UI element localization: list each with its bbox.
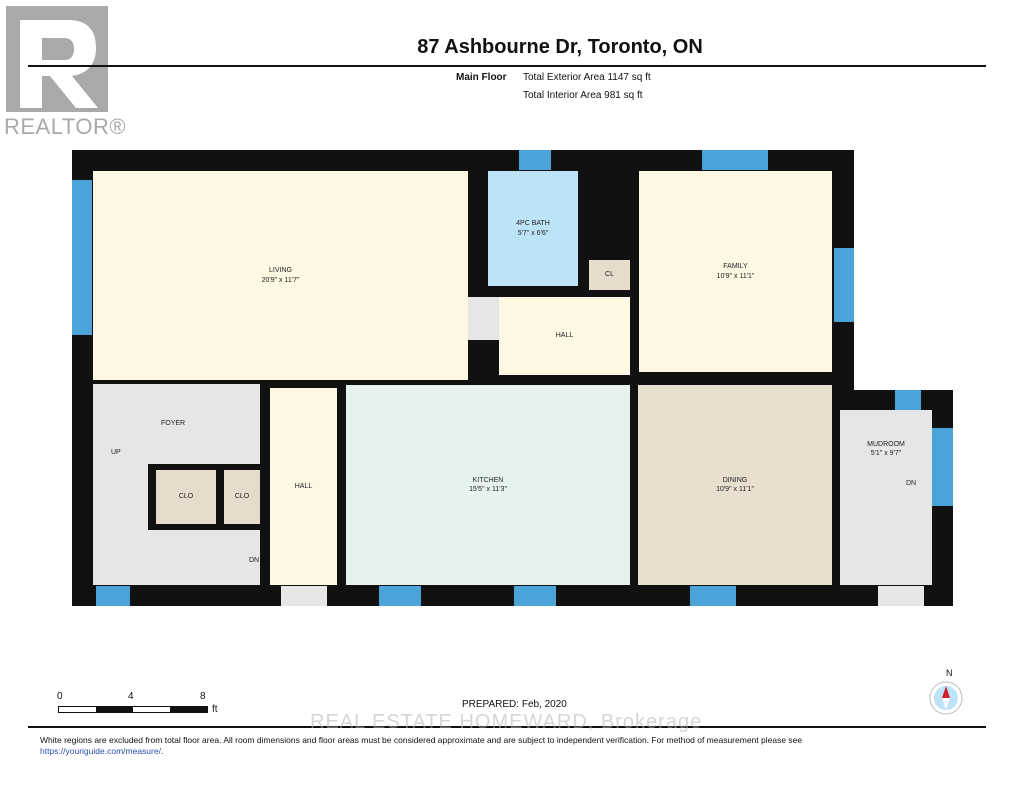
prepared-date: PREPARED: Feb, 2020 bbox=[462, 699, 567, 710]
header-divider bbox=[28, 65, 986, 67]
room-dims: 5'1" x 9'7" bbox=[870, 450, 902, 458]
room-dims: 15'5" x 11'3" bbox=[469, 486, 507, 493]
room-closet-2: CLO bbox=[224, 470, 260, 524]
scale-tick: 8 bbox=[200, 691, 206, 702]
page-title: 87 Ashbourne Dr, Toronto, ON bbox=[417, 36, 703, 58]
room-dining: DINING 10'9" x 11'1" bbox=[638, 385, 832, 585]
disclaimer-end: . bbox=[160, 746, 164, 757]
window bbox=[702, 150, 768, 170]
window bbox=[834, 248, 854, 322]
room-hall-left: HALL bbox=[270, 388, 337, 585]
mudroom-label: MUDROOM 5'1" x 9'7" bbox=[840, 440, 932, 458]
window bbox=[379, 586, 421, 606]
stairs-down-label: DN bbox=[906, 480, 917, 487]
room-name: CLO bbox=[234, 493, 250, 501]
window bbox=[514, 586, 556, 606]
compass-icon bbox=[929, 681, 963, 715]
entry-door bbox=[281, 586, 327, 606]
disclaimer: White regions are excluded from total fl… bbox=[40, 735, 890, 758]
watermark: REAL ESTATE HOMEWARD, Brokerage bbox=[310, 711, 703, 733]
room-dims: 20'9" x 11'7" bbox=[261, 276, 300, 284]
room-dims: 10'9" x 11'1" bbox=[716, 272, 755, 280]
exterior-area: Total Exterior Area 1147 sq ft bbox=[523, 72, 651, 83]
room-name: FAMILY bbox=[723, 263, 748, 271]
window bbox=[519, 150, 551, 170]
interior-area: Total Interior Area 981 sq ft bbox=[523, 90, 643, 101]
room-mudroom: MUDROOM 5'1" x 9'7" DN bbox=[840, 410, 932, 585]
window bbox=[96, 586, 130, 606]
scale-bar bbox=[58, 706, 208, 713]
room-name: HALL bbox=[294, 482, 313, 490]
room-closet: CL bbox=[589, 260, 630, 290]
scale-tick: 4 bbox=[128, 691, 134, 702]
window bbox=[932, 428, 953, 506]
disclaimer-text: White regions are excluded from total fl… bbox=[40, 735, 803, 745]
measure-link[interactable]: https://youriguide.com/measure/ bbox=[40, 746, 161, 757]
window bbox=[895, 390, 921, 410]
room-name: 4PC BATH bbox=[516, 220, 550, 228]
room-name: CL bbox=[605, 271, 614, 279]
realtor-logo-text: REALTOR® bbox=[4, 114, 127, 139]
stairs-up-label: UP bbox=[111, 449, 121, 456]
room-kitchen: KITCHEN 15'5" x 11'3" bbox=[346, 385, 630, 585]
room-name: FOYER bbox=[161, 420, 186, 427]
room-family: FAMILY 10'9" x 11'1" bbox=[639, 171, 832, 372]
room-dims: 10'9" x 11'1" bbox=[716, 486, 754, 493]
scale-unit: ft bbox=[212, 704, 218, 715]
room-living: LIVING 20'9" x 11'7" bbox=[93, 171, 468, 380]
passage bbox=[468, 297, 499, 340]
window bbox=[72, 180, 92, 335]
stairs-down-label: DN bbox=[249, 557, 260, 564]
room-name: DINING bbox=[722, 476, 748, 484]
side-door bbox=[878, 586, 924, 606]
scale-tick: 0 bbox=[57, 691, 63, 702]
footer-divider bbox=[28, 726, 986, 728]
window bbox=[690, 586, 736, 606]
floor-label: Main Floor bbox=[456, 72, 507, 83]
room-name: HALL bbox=[555, 332, 574, 340]
room-bath: 4PC BATH 5'7" x 6'6" bbox=[488, 171, 578, 286]
room-name: KITCHEN bbox=[472, 476, 504, 484]
room-dims: 5'7" x 6'6" bbox=[517, 229, 549, 237]
compass-north-label: N bbox=[946, 668, 953, 678]
room-name: LIVING bbox=[269, 267, 292, 275]
realtor-logo-icon bbox=[6, 6, 108, 112]
room-name: CLO bbox=[178, 493, 194, 501]
room-name: MUDROOM bbox=[867, 441, 905, 448]
room-hall-upper: HALL bbox=[499, 297, 630, 375]
room-closet-1: CLO bbox=[156, 470, 216, 524]
